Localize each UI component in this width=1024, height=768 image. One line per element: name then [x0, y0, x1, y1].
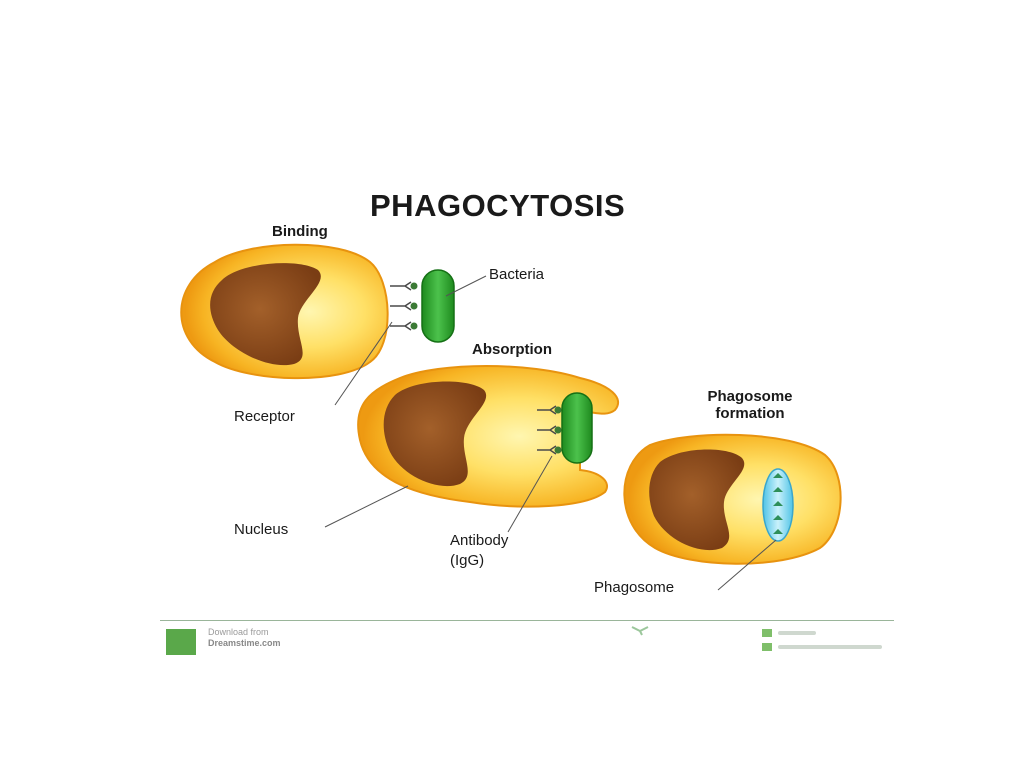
- download-line1: Download from: [208, 627, 269, 637]
- stage-formation-line1: Phagosome: [707, 388, 793, 405]
- phagosome-leader: [717, 539, 777, 591]
- footer-square-icon: [762, 643, 772, 651]
- label-nucleus: Nucleus: [234, 521, 289, 538]
- scribble-mark-icon: [631, 626, 649, 636]
- stage-binding: Binding: [272, 223, 328, 240]
- footer-square-icon: [762, 629, 772, 637]
- absorption-nucleus: [383, 381, 487, 487]
- binding-bacteria: [421, 269, 455, 343]
- download-text: Download from Dreamstime.com: [208, 627, 281, 649]
- nucleus-leader: [324, 485, 409, 528]
- leader-lines: [324, 275, 777, 591]
- absorption-bacteria: [561, 392, 593, 464]
- receptor-leader: [334, 321, 393, 406]
- label-antibody-line1: Antibody: [450, 532, 509, 549]
- diagram-title: PHAGOCYTOSIS: [370, 188, 626, 223]
- label-phagosome: Phagosome: [594, 579, 675, 596]
- label-receptor: Receptor: [234, 408, 295, 425]
- download-line2: Dreamstime.com: [208, 638, 281, 648]
- binding-nucleus: [210, 263, 321, 366]
- footer-bar: [778, 645, 882, 649]
- label-bacteria: Bacteria: [489, 266, 545, 283]
- label-antibody-line2: (IgG): [450, 552, 485, 569]
- stage-formation-line2: formation: [715, 405, 785, 422]
- bacteria-leader: [445, 275, 487, 297]
- absorption-cell: [357, 365, 620, 508]
- stage-absorption: Absorption: [472, 341, 552, 358]
- antibody-leader: [507, 455, 553, 533]
- footer-bar: [778, 631, 816, 635]
- formation-nucleus: [649, 449, 745, 551]
- formation-cell: [623, 433, 842, 565]
- binding-cell: [180, 243, 455, 380]
- watermark-footer: Download from Dreamstime.com: [160, 620, 894, 657]
- label-antibody: Antibody (IgG): [450, 531, 508, 571]
- download-logo-icon: [166, 629, 196, 655]
- stage-phagosome-formation: Phagosome formation: [680, 388, 820, 422]
